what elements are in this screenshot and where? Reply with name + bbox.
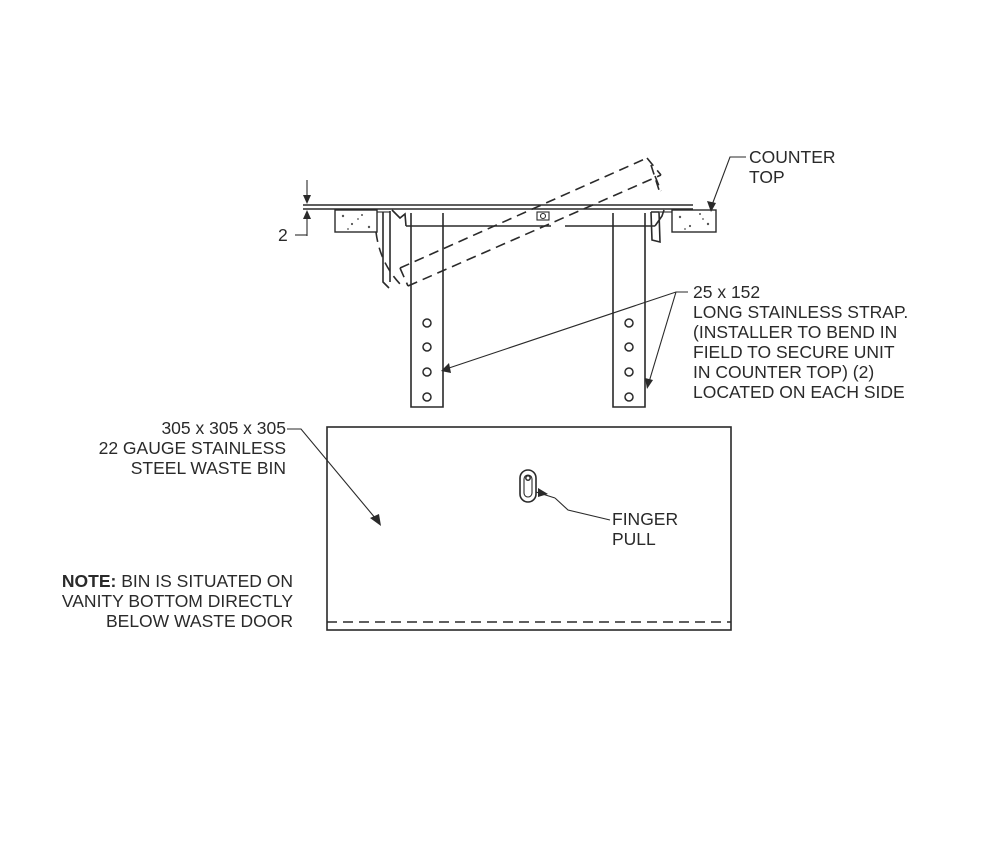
svg-text:FIELD TO SECURE UNIT: FIELD TO SECURE UNIT bbox=[693, 342, 895, 362]
svg-text:LOCATED ON EACH SIDE: LOCATED ON EACH SIDE bbox=[693, 382, 905, 402]
strap-hole bbox=[422, 367, 432, 377]
counter-top-label: COUNTER TOP bbox=[749, 147, 836, 187]
strap-hole bbox=[422, 342, 432, 352]
svg-text:IN COUNTER TOP) (2): IN COUNTER TOP) (2) bbox=[693, 362, 874, 382]
svg-text:FINGER: FINGER bbox=[612, 509, 678, 529]
svg-text:NOTE: BIN IS SITUATED ON: NOTE: BIN IS SITUATED ON bbox=[62, 571, 293, 591]
thickness-dimension: 2 bbox=[278, 180, 311, 245]
finger-pull-label: FINGER PULL bbox=[612, 509, 678, 549]
counter-top-leader bbox=[707, 156, 746, 212]
strap-hole bbox=[624, 318, 634, 328]
svg-text:VANITY BOTTOM DIRECTLY: VANITY BOTTOM DIRECTLY bbox=[62, 591, 293, 611]
svg-text:305 x 305 x 305: 305 x 305 x 305 bbox=[161, 418, 286, 438]
counter-top bbox=[303, 204, 717, 233]
bin-label: 305 x 305 x 305 22 GAUGE STAINLESS STEEL… bbox=[99, 418, 286, 478]
dimension-label: 2 bbox=[278, 225, 288, 245]
strap-right bbox=[612, 213, 646, 408]
svg-text:TOP: TOP bbox=[749, 167, 785, 187]
waste-door-open-dashed bbox=[375, 157, 662, 289]
svg-text:(INSTALLER TO BEND IN: (INSTALLER TO BEND IN bbox=[693, 322, 897, 342]
hinge bbox=[536, 211, 550, 221]
retaining-clip bbox=[650, 211, 661, 244]
svg-text:22 GAUGE STAINLESS: 22 GAUGE STAINLESS bbox=[99, 438, 286, 458]
svg-text:LONG STAINLESS STRAP.: LONG STAINLESS STRAP. bbox=[693, 302, 908, 322]
svg-text:25 x 152: 25 x 152 bbox=[693, 282, 760, 302]
svg-text:COUNTER: COUNTER bbox=[749, 147, 836, 167]
strap-left bbox=[410, 213, 444, 408]
note-line-1: BIN IS SITUATED ON bbox=[116, 571, 293, 591]
note-prefix: NOTE: bbox=[62, 571, 116, 591]
strap-hole bbox=[422, 318, 432, 328]
waste-bin bbox=[326, 426, 732, 631]
svg-text:STEEL WASTE BIN: STEEL WASTE BIN bbox=[131, 458, 286, 478]
strap-hole bbox=[422, 392, 432, 402]
svg-text:PULL: PULL bbox=[612, 529, 656, 549]
strap-hole bbox=[624, 392, 634, 402]
svg-text:BELOW WASTE DOOR: BELOW WASTE DOOR bbox=[106, 611, 293, 631]
strap-hole bbox=[624, 342, 634, 352]
strap-hole bbox=[624, 367, 634, 377]
strap-label: 25 x 152 LONG STAINLESS STRAP. (INSTALLE… bbox=[693, 282, 908, 402]
countertop-section-right bbox=[671, 209, 717, 233]
finger-pull bbox=[519, 469, 611, 521]
bin-leader bbox=[287, 428, 381, 526]
installation-note: NOTE: BIN IS SITUATED ON VANITY BOTTOM D… bbox=[62, 571, 293, 631]
strap-leader bbox=[441, 291, 688, 389]
countertop-section-left bbox=[334, 209, 378, 233]
waste-door-frame bbox=[382, 209, 665, 289]
